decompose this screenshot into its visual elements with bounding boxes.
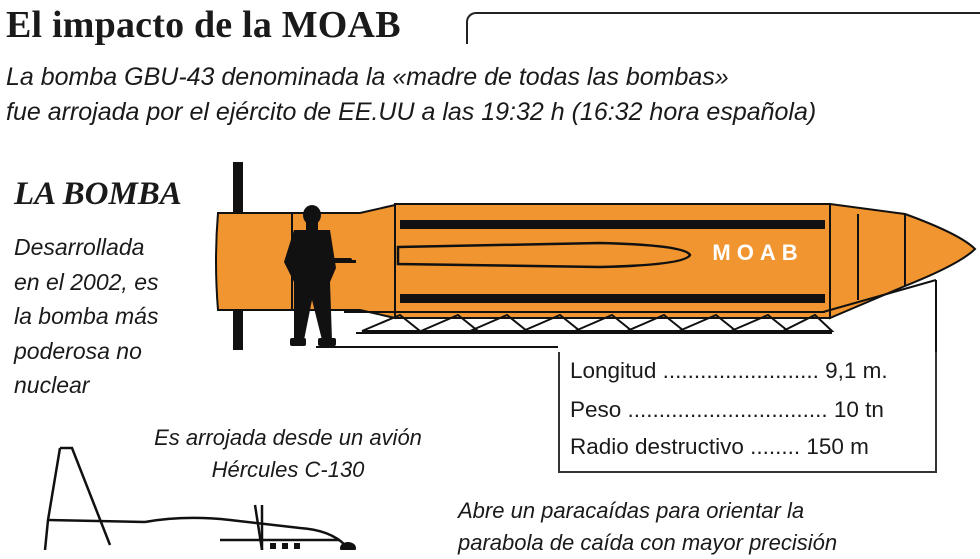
aircraft-caption-line-1: Es arrojada desde un avión [154, 425, 422, 450]
bomb-stripe [400, 220, 825, 229]
spec-row-weight: Peso ................................ 10… [570, 397, 884, 422]
subtitle-line-2: fue arrojada por el ejército de EE.UU a … [6, 98, 817, 126]
aircraft-nose [340, 542, 356, 550]
subtitle: La bomba GBU-43 denominada la «madre de … [6, 60, 816, 130]
aircraft-window [282, 543, 288, 549]
aircraft-caption-line-2: Hércules C-130 [211, 457, 365, 482]
aircraft-window [270, 543, 276, 549]
bomb-section-title: LA BOMBA [14, 176, 182, 212]
aircraft-caption: Es arrojada desde un avión Hércules C-13… [128, 422, 448, 486]
page-title: El impacto de la MOAB [6, 4, 401, 46]
parachute-caption: Abre un paracaídas para orientar la para… [458, 495, 837, 559]
soldier-silhouette-icon [284, 205, 356, 346]
bomb-description-line: poderosa no [14, 337, 142, 364]
spec-row-radius: Radio destructivo ........ 150 m [570, 434, 869, 459]
bomb-description: Desarrollada en el 2002, es la bomba más… [14, 230, 204, 403]
title-rule [466, 12, 980, 44]
bomb-cradle [316, 279, 937, 352]
bomb-description-line: Desarrollada [14, 234, 145, 260]
bomb-capsule [396, 241, 692, 269]
aircraft-window [294, 543, 300, 549]
bomb-description-line: la bomba más [14, 303, 159, 329]
spec-row-length: Longitud ......................... 9,1 m… [570, 358, 888, 383]
aircraft-icon [43, 446, 346, 550]
bomb-stripe [400, 294, 825, 303]
parachute-caption-line-2: parabola de caída con mayor precisión [458, 530, 838, 555]
parachute-caption-line-1: Abre un paracaídas para orientar la [458, 498, 805, 523]
bomb-label: MOAB [712, 240, 803, 265]
spec-box [558, 352, 937, 473]
bomb-description-line: nuclear [14, 372, 90, 398]
bomb-description-line: en el 2002, es [14, 268, 159, 295]
subtitle-line-1: La bomba GBU-43 denominada la «madre de … [6, 63, 729, 91]
